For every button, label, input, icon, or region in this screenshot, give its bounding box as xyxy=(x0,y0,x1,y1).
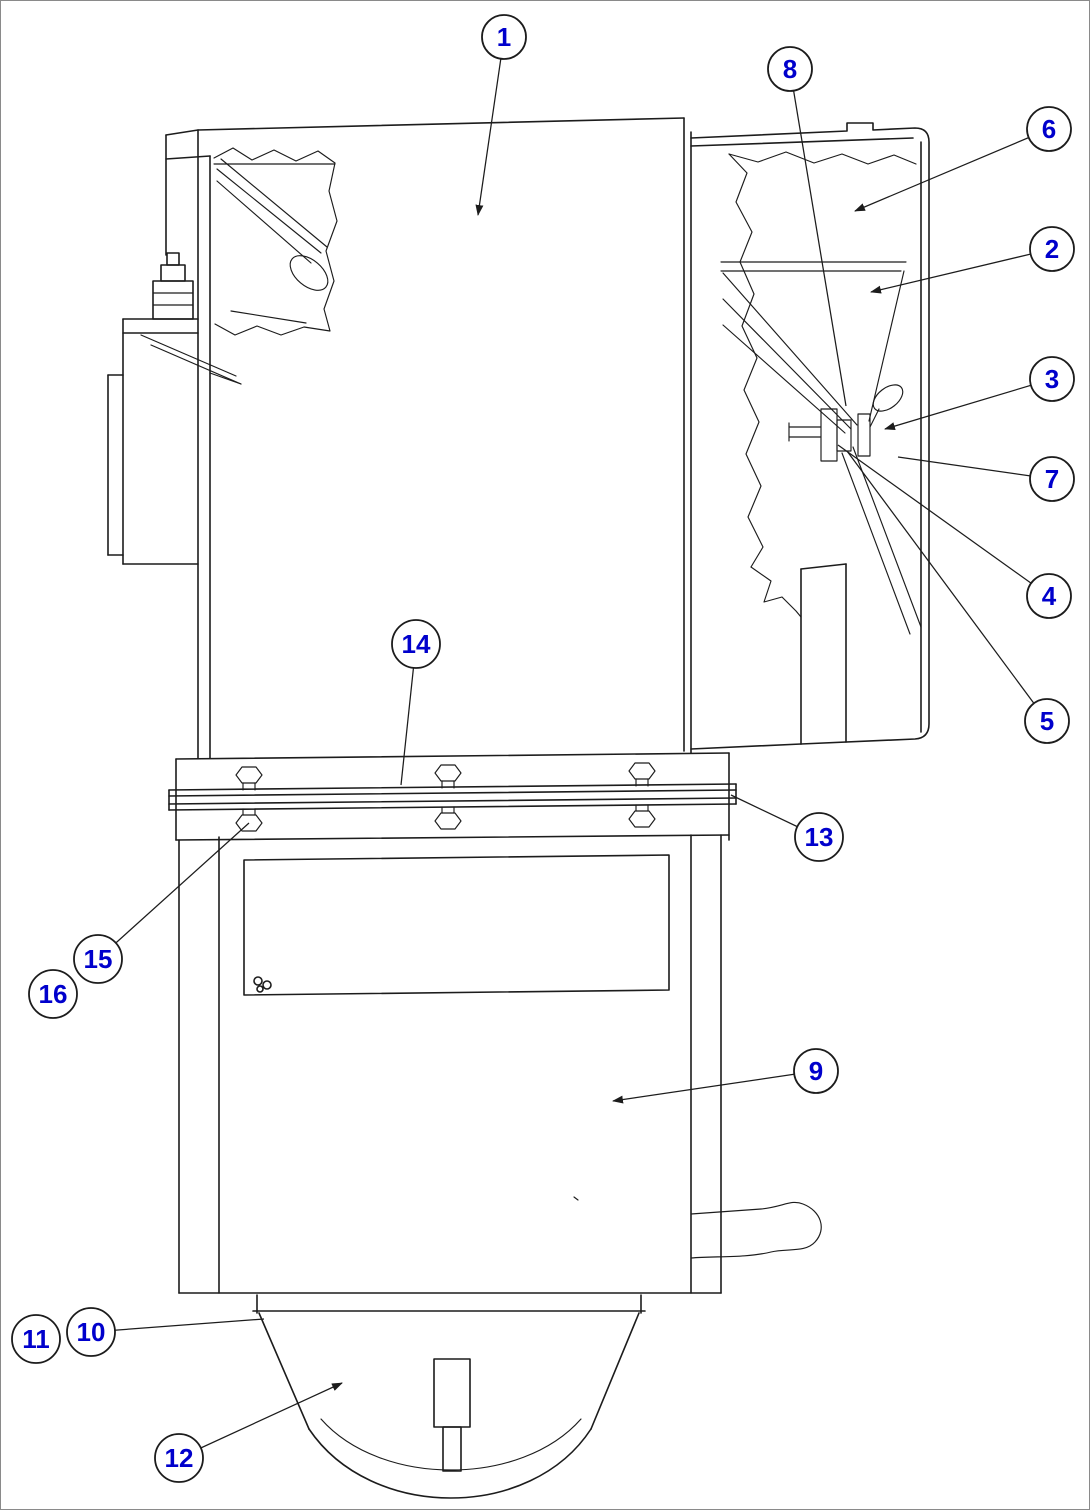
leader-line-4 xyxy=(837,444,1050,597)
callout-number-14: 14 xyxy=(402,629,431,659)
callout-number-12: 12 xyxy=(165,1443,194,1473)
leader-line-5 xyxy=(846,450,1048,722)
callout-number-4: 4 xyxy=(1042,581,1057,611)
callout-number-2: 2 xyxy=(1045,234,1059,264)
label-logo xyxy=(253,976,272,993)
dust-cup xyxy=(252,1294,646,1499)
leader-line-12 xyxy=(178,1382,343,1459)
callout-circle-8 xyxy=(767,46,813,92)
callout-12: 12 xyxy=(154,1433,204,1483)
callout-circle-3 xyxy=(1029,356,1075,402)
callout-number-10: 10 xyxy=(77,1317,106,1347)
callout-3: 3 xyxy=(1029,356,1075,402)
callout-number-9: 9 xyxy=(809,1056,823,1086)
callout-circle-2 xyxy=(1029,226,1075,272)
leader-line-8 xyxy=(789,68,847,407)
clamp-band xyxy=(168,752,737,841)
outlet-cover-cutaway xyxy=(720,151,922,635)
callout-number-13: 13 xyxy=(805,822,834,852)
leader-line-6 xyxy=(854,128,1050,212)
callout-number-15: 15 xyxy=(84,944,113,974)
callout-circle-7 xyxy=(1029,456,1075,502)
callout-11: 11 xyxy=(11,1314,61,1364)
callout-circle-1 xyxy=(481,14,527,60)
callout-number-8: 8 xyxy=(783,54,797,84)
callout-9: 9 xyxy=(793,1048,839,1094)
lower-canister xyxy=(178,834,722,1294)
callout-7: 7 xyxy=(1029,456,1075,502)
callout-13: 13 xyxy=(794,812,844,862)
upper-canister-cutaway xyxy=(213,147,338,336)
callout-15: 15 xyxy=(73,934,123,984)
callout-1: 1 xyxy=(481,14,527,60)
callout-number-7: 7 xyxy=(1045,464,1059,494)
callout-4: 4 xyxy=(1026,573,1072,619)
callout-2: 2 xyxy=(1029,226,1075,272)
callout-circle-16 xyxy=(28,969,78,1019)
callout-number-6: 6 xyxy=(1042,114,1056,144)
leader-line-7 xyxy=(897,456,1053,480)
callout-number-16: 16 xyxy=(39,979,68,1009)
leader-line-1 xyxy=(475,36,505,216)
callout-circle-14 xyxy=(391,619,441,669)
callout-6: 6 xyxy=(1026,106,1072,152)
outlet-cover xyxy=(690,122,930,750)
leader-line-15 xyxy=(97,822,250,960)
callout-5: 5 xyxy=(1024,698,1070,744)
dust-cup-fitting xyxy=(433,1358,471,1472)
callout-circle-5 xyxy=(1024,698,1070,744)
vacuator-valve-assembly xyxy=(788,384,904,462)
leader-layer xyxy=(90,36,1053,1459)
callout-circle-11 xyxy=(11,1314,61,1364)
callout-circle-10 xyxy=(66,1307,116,1357)
callout-8: 8 xyxy=(767,46,813,92)
callout-circle-6 xyxy=(1026,106,1072,152)
callout-circle-9 xyxy=(793,1048,839,1094)
grease-fitting xyxy=(152,252,194,320)
band-bolts xyxy=(235,762,656,832)
callout-10: 10 xyxy=(66,1307,116,1357)
callout-number-1: 1 xyxy=(497,22,511,52)
callout-layer: 1 8 6 2 3 7 4 5 14 13 15 16 9 10 11 12 xyxy=(11,14,1075,1483)
callout-number-3: 3 xyxy=(1045,364,1059,394)
leader-line-2 xyxy=(870,248,1053,294)
line-art xyxy=(107,117,930,1499)
callout-16: 16 xyxy=(28,969,78,1019)
upper-canister xyxy=(165,117,692,759)
left-mounting-bracket xyxy=(107,318,242,565)
leader-line-10 xyxy=(90,1318,265,1333)
callout-circle-13 xyxy=(794,812,844,862)
service-label xyxy=(243,854,670,996)
callout-circle-4 xyxy=(1026,573,1072,619)
leader-line-9 xyxy=(612,1070,817,1104)
side-hook xyxy=(690,1201,822,1259)
callout-14: 14 xyxy=(391,619,441,669)
callout-number-11: 11 xyxy=(22,1324,50,1354)
callout-circle-12 xyxy=(154,1433,204,1483)
callout-number-5: 5 xyxy=(1040,706,1054,736)
leader-line-3 xyxy=(884,378,1053,430)
callout-circle-15 xyxy=(73,934,123,984)
